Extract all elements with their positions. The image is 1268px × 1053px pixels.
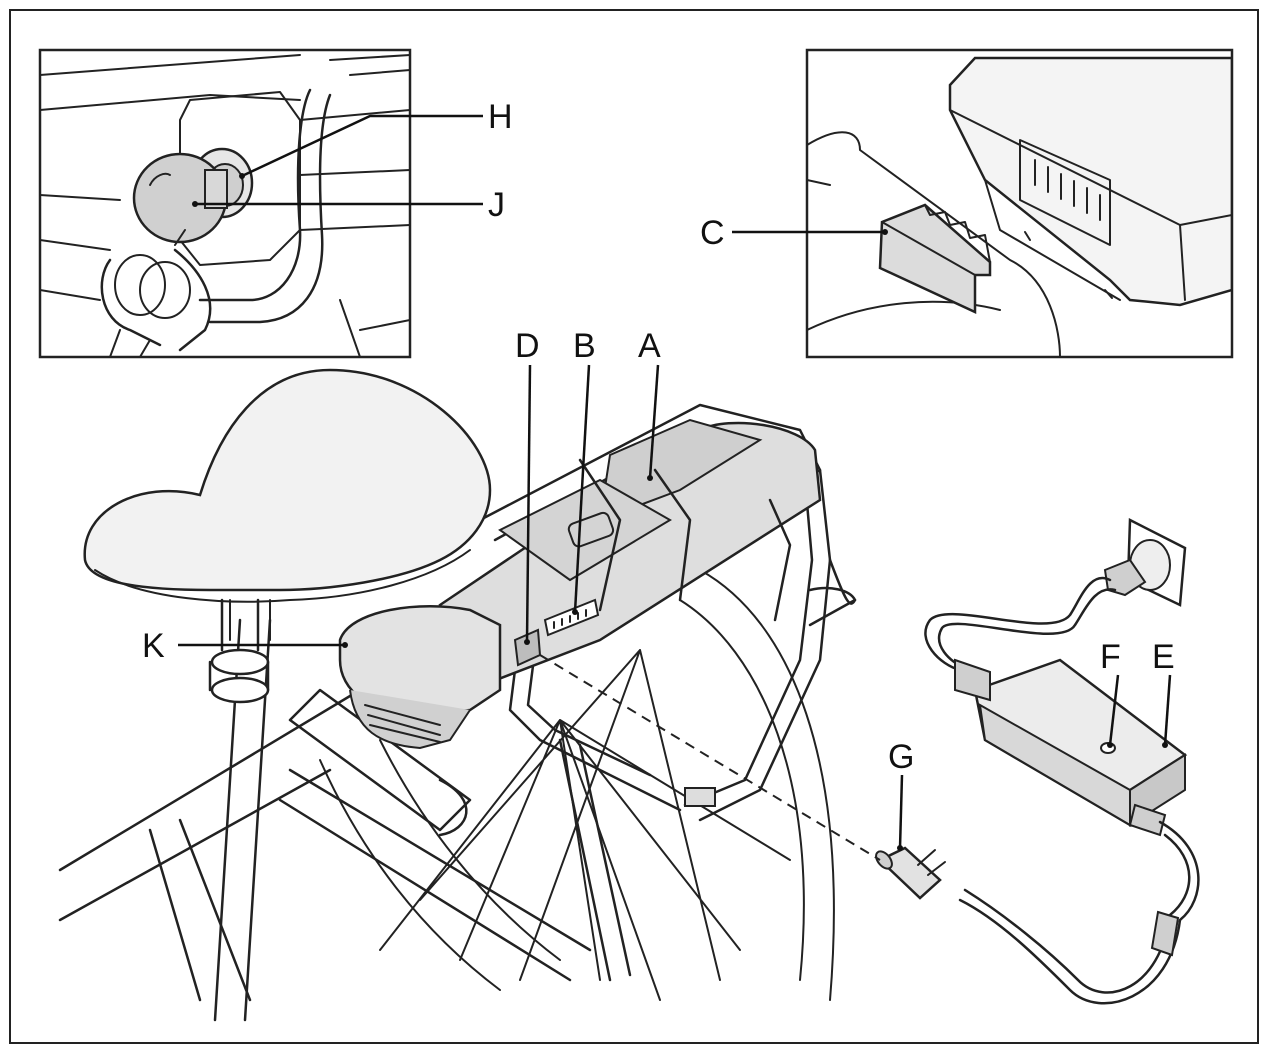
battery-pack: [438, 418, 822, 692]
label-d: D: [515, 327, 540, 365]
inset-connector: [805, 48, 1234, 359]
label-j: J: [488, 186, 505, 224]
label-k: K: [142, 627, 165, 665]
bike-main-view: [58, 368, 857, 1022]
charge-indicator: [543, 598, 600, 637]
label-a: A: [638, 327, 661, 365]
inset-connector-frame: [805, 48, 1234, 359]
callout-lines: [178, 114, 1172, 851]
label-b: B: [573, 327, 596, 365]
connection-guide-line: [539, 654, 881, 861]
charger: [875, 517, 1200, 1005]
label-h: H: [488, 98, 513, 136]
rear-wheel: [319, 569, 835, 1001]
label-g: G: [888, 738, 914, 776]
label-e: E: [1152, 638, 1175, 676]
charger-plug: [877, 846, 942, 900]
battery-lock-housing: [338, 605, 502, 750]
saddle: [83, 368, 492, 641]
label-f: F: [1100, 638, 1121, 676]
label-c: C: [700, 214, 725, 252]
